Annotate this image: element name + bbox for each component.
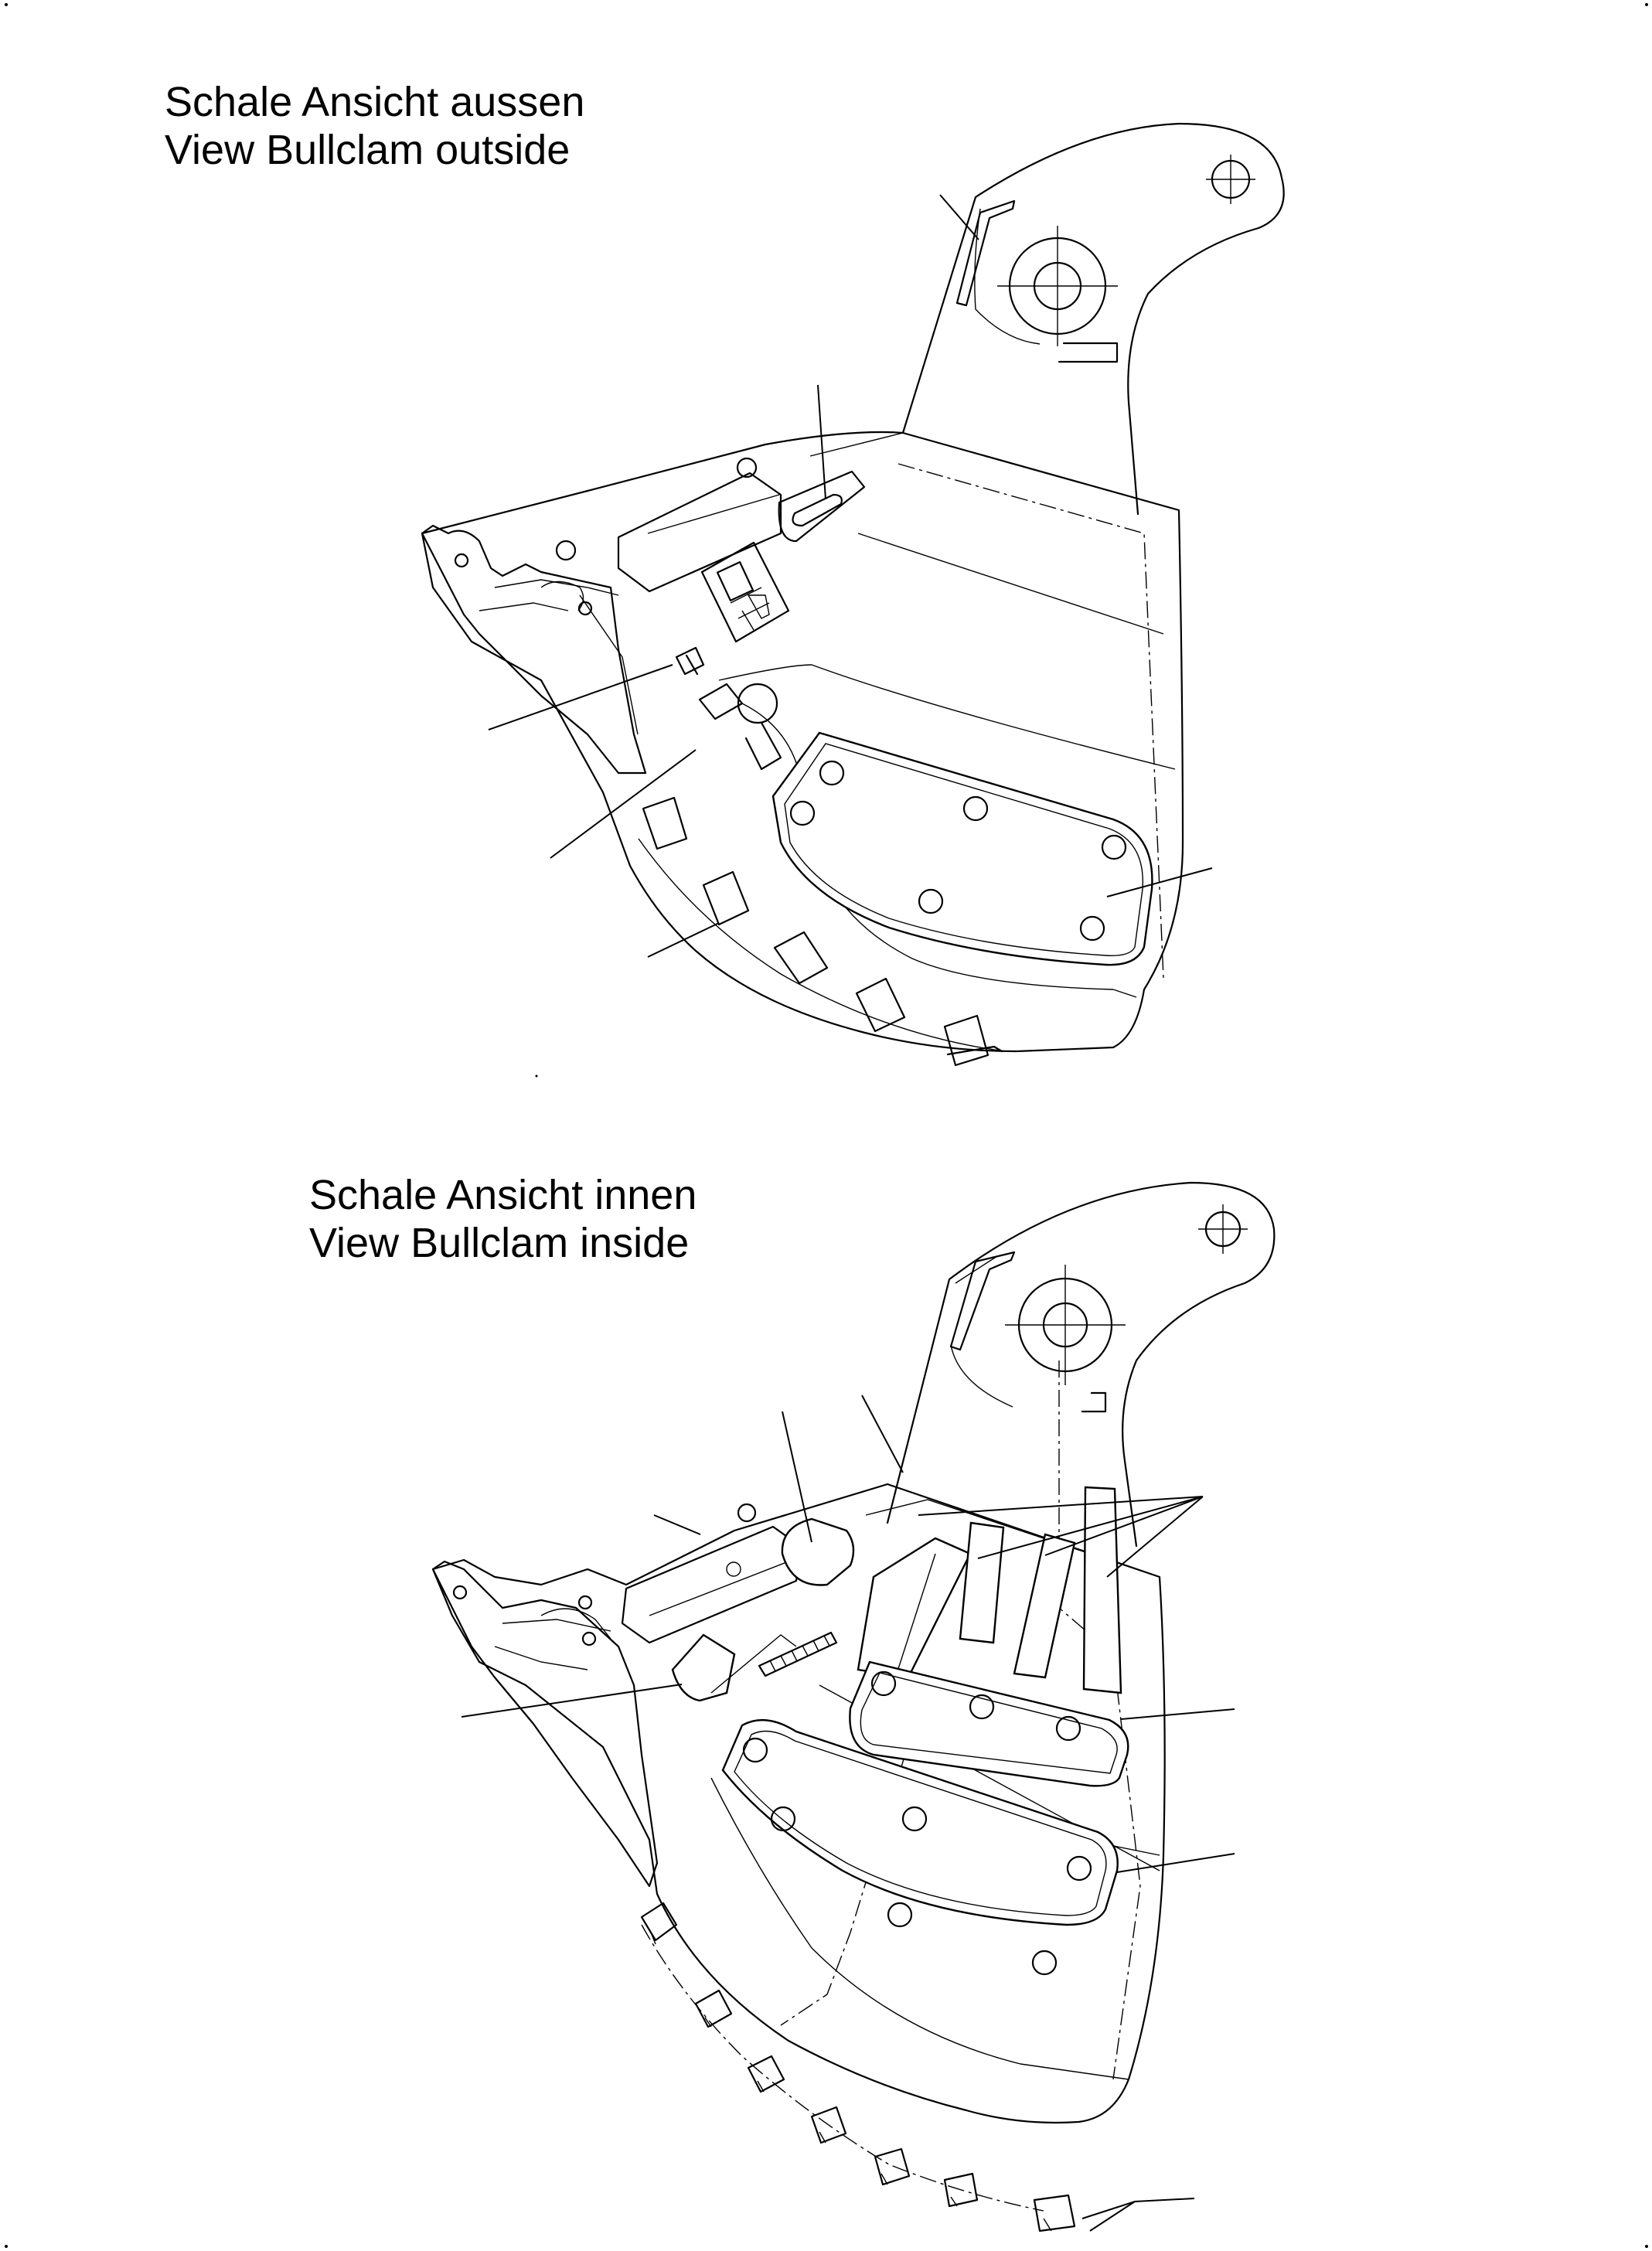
outer-wear-plate <box>772 731 1153 966</box>
slot-lug-upper <box>781 1517 855 1586</box>
middle-wear-plate <box>849 1660 1129 1787</box>
hinge-arm-outline-inside <box>886 1181 1276 1548</box>
hinge-arm-outline <box>901 122 1285 516</box>
lower-plate-bolt-holes <box>742 1737 1092 1976</box>
leader-lines-outside <box>488 664 1213 958</box>
caption-outside-german: Schale Ansicht aussen <box>165 79 585 125</box>
slot-plate <box>778 470 866 543</box>
shell-body-outline <box>421 431 1184 1053</box>
sheet-corner-marks <box>5 3 1648 2248</box>
wear-indicator-grid <box>758 1631 838 1677</box>
bullclam-outside-view <box>421 122 1285 1067</box>
wear-bars <box>857 1486 1122 1694</box>
wear-strip-arm <box>955 199 1016 307</box>
bullclam-inside-view <box>431 1181 1276 2232</box>
middle-plate-bolt-holes <box>870 1670 1081 1742</box>
slot-lug-lower <box>671 1633 736 1702</box>
leader-lines-inside <box>461 1395 1235 2232</box>
lower-wear-plate <box>721 1718 1119 1926</box>
front-lip <box>421 524 647 775</box>
side-bracket <box>617 472 782 593</box>
wear-indicator <box>675 646 705 676</box>
front-lip-inside <box>431 1560 659 1888</box>
caption-inside-german: Schale Ansicht innen <box>309 1172 697 1218</box>
caption-inside-english: View Bullclam inside <box>309 1220 690 1266</box>
side-bracket-inside <box>621 1525 802 1644</box>
shell-body-outline-inside <box>431 1483 1166 2124</box>
wear-strip-arm-inside <box>949 1251 1016 1351</box>
bolt-bracket <box>698 683 744 720</box>
tooth-adapters <box>640 1902 1076 2232</box>
lock-mechanism <box>700 541 790 643</box>
cutting-edge-segments <box>638 796 1006 1067</box>
plate-bolt-holes <box>789 760 1127 942</box>
caption-outside-english: View Bullclam outside <box>165 127 571 173</box>
